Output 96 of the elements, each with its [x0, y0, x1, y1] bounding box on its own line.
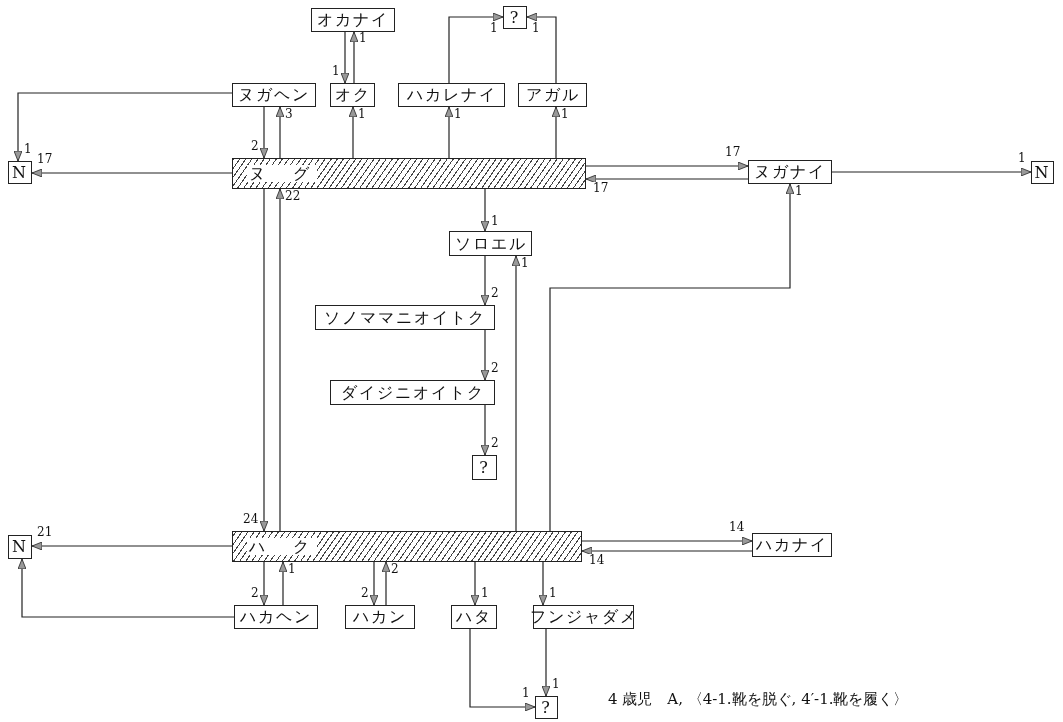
arrow — [480, 329, 490, 381]
edge-label: 1 — [489, 22, 499, 34]
node-label: オク — [333, 86, 372, 104]
node-label: N — [11, 163, 29, 182]
arrow — [480, 255, 490, 306]
edge-label: 2 — [390, 563, 400, 575]
edge-label: 22 — [284, 190, 302, 202]
edge-label: 1 — [453, 108, 463, 120]
node-label: ? — [508, 8, 522, 27]
process-box — [533, 605, 634, 629]
process-box — [503, 6, 527, 29]
process-box — [518, 83, 587, 107]
arrow — [581, 546, 753, 556]
arrow — [541, 628, 551, 697]
node-label: ハカレナイ — [405, 86, 498, 104]
edge-label: 1 — [480, 587, 490, 599]
node-label: ハカン — [352, 608, 408, 626]
edge-label: 1 — [331, 65, 341, 77]
arrow — [480, 404, 490, 456]
edge-label: 2 — [250, 587, 260, 599]
caption: 4 歳児 A, 〈4-1.靴を脱ぐ, 4′-1.靴を履く〉 — [608, 690, 909, 709]
node-label: ハタ — [455, 608, 493, 626]
arrow — [381, 561, 391, 606]
node-label: ハカナイ — [755, 536, 829, 554]
hatched-bar — [232, 531, 582, 562]
arrow — [448, 12, 504, 84]
edge-label: 17 — [36, 153, 54, 165]
arrow — [275, 106, 285, 159]
edge-label: 1 — [490, 215, 500, 227]
process-box — [748, 160, 832, 184]
edge-label: 14 — [728, 521, 746, 533]
edge-label: 1 — [1017, 152, 1027, 164]
edge-label: 1 — [560, 108, 570, 120]
arrow — [259, 561, 269, 606]
edge-label: 1 — [358, 32, 368, 44]
process-box — [535, 696, 558, 719]
arrow — [470, 561, 480, 606]
arrow — [348, 106, 358, 159]
node-label: ダイジニオイトク — [339, 383, 486, 402]
edge-label: 1 — [287, 563, 297, 575]
edge-label: 1 — [23, 143, 33, 155]
node-label: ハカヘン — [239, 608, 313, 626]
edge-label: 17 — [592, 182, 610, 194]
process-box — [345, 605, 415, 629]
arrow — [259, 106, 269, 159]
node-label: アガル — [524, 86, 581, 104]
node-label: ? — [540, 698, 553, 717]
arrow — [538, 561, 548, 606]
edge-label: 2 — [490, 287, 500, 299]
process-box — [232, 83, 316, 107]
edge-label: 3 — [284, 108, 294, 120]
arrow — [480, 188, 490, 232]
edge-label: 1 — [531, 22, 541, 34]
process-box — [311, 8, 395, 32]
process-box — [234, 605, 318, 629]
hatched-bar — [232, 158, 586, 189]
arrow — [831, 167, 1032, 177]
process-box — [330, 380, 495, 405]
node-label: オカナイ — [316, 11, 390, 29]
node-label: ヌガヘン — [237, 86, 311, 104]
node-label: ヌガナイ — [753, 163, 827, 181]
arrow — [369, 561, 379, 606]
arrow — [259, 188, 269, 532]
node-label: ? — [478, 458, 491, 477]
edge-label: 2 — [490, 362, 500, 374]
node-label: ハ ク — [247, 537, 317, 556]
edge-label: 1 — [357, 108, 367, 120]
arrow — [13, 92, 233, 162]
edge-label: 2 — [250, 140, 260, 152]
edge-label: 2 — [360, 587, 370, 599]
arrow — [444, 106, 454, 159]
edge-label: 21 — [36, 526, 54, 538]
arrow — [585, 161, 749, 171]
edge-label: 1 — [551, 678, 561, 690]
node-label: ソロエル — [453, 234, 528, 253]
edge-label: 17 — [724, 146, 742, 158]
edge-label: 1 — [520, 257, 530, 269]
node-label: N — [1033, 163, 1052, 182]
arrow — [31, 168, 233, 178]
edge-label: 14 — [588, 554, 606, 566]
edge-label: 1 — [521, 687, 531, 699]
process-box — [398, 83, 505, 107]
node-label: ヌ グ — [247, 164, 317, 183]
arrow — [340, 31, 350, 84]
arrow — [349, 31, 359, 84]
process-box — [472, 455, 497, 480]
node-label: N — [11, 538, 29, 556]
node-label: ソノママニオイトク — [323, 308, 487, 327]
edge-label: 24 — [242, 513, 260, 525]
arrow — [511, 255, 521, 532]
process-box — [315, 305, 495, 330]
edge-label: 1 — [794, 185, 804, 197]
arrow — [469, 628, 536, 712]
edge-label: 2 — [490, 437, 500, 449]
edge-label: 1 — [548, 587, 558, 599]
arrow — [581, 536, 753, 546]
